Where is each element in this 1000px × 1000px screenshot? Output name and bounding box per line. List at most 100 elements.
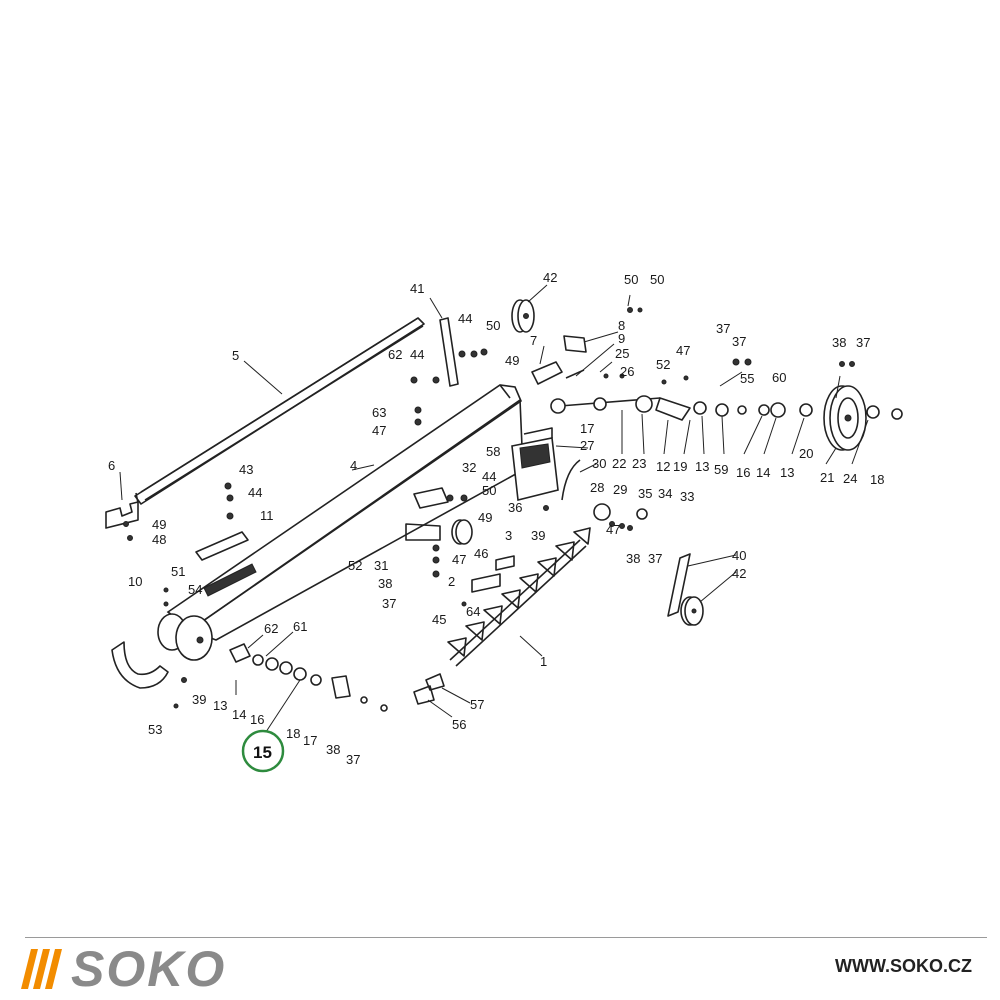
part-label: 17 bbox=[580, 421, 594, 436]
part-label: 50 bbox=[482, 483, 496, 498]
part-label: 55 bbox=[740, 371, 754, 386]
part-label: 40 bbox=[732, 548, 746, 563]
part-18-washer bbox=[891, 408, 903, 420]
part-30-handle bbox=[561, 459, 581, 501]
part-56-grille bbox=[203, 563, 257, 597]
part-lower-washers bbox=[229, 643, 388, 712]
part-label: 13 bbox=[780, 465, 794, 480]
part-59-clip bbox=[425, 673, 445, 691]
part-label: 35 bbox=[638, 486, 652, 501]
part-label: 26 bbox=[620, 364, 634, 379]
part-label: 4 bbox=[350, 458, 357, 473]
part-label: 2 bbox=[448, 574, 455, 589]
part-label: 62 bbox=[388, 347, 402, 362]
part-label: 37 bbox=[732, 334, 746, 349]
part-label: 50 bbox=[650, 272, 664, 287]
part-label: 37 bbox=[856, 335, 870, 350]
part-label: 21 bbox=[820, 470, 834, 485]
part-labels: 1 2 3 4 5 6 7 8 9 10 11 12 13 13 13 14 1… bbox=[108, 270, 884, 767]
part-8-plate bbox=[563, 335, 587, 353]
part-label: 62 bbox=[264, 621, 278, 636]
part-label: 57 bbox=[470, 697, 484, 712]
part-label: 60 bbox=[772, 370, 786, 385]
part-label: 54 bbox=[188, 582, 202, 597]
part-46-plate bbox=[471, 573, 501, 593]
part-label: 3 bbox=[505, 528, 512, 543]
parts-drawing bbox=[105, 299, 903, 712]
part-label: 42 bbox=[543, 270, 557, 285]
part-label: 18 bbox=[870, 472, 884, 487]
part-label: 13 bbox=[695, 459, 709, 474]
part-label: 61 bbox=[293, 619, 307, 634]
part-right-washers bbox=[693, 401, 813, 418]
part-label: 9 bbox=[618, 331, 625, 346]
part-label: 32 bbox=[462, 460, 476, 475]
part-label: 12 bbox=[656, 459, 670, 474]
part-label: 20 bbox=[799, 446, 813, 461]
part-label: 44 bbox=[482, 469, 496, 484]
part-label: 50 bbox=[486, 318, 500, 333]
part-label: 8 bbox=[618, 318, 625, 333]
part-label: 44 bbox=[458, 311, 472, 326]
part-label: 38 bbox=[832, 335, 846, 350]
part-label: 52 bbox=[348, 558, 362, 573]
part-label: 13 bbox=[213, 698, 227, 713]
part-label: 39 bbox=[192, 692, 206, 707]
part-41-arm bbox=[439, 317, 459, 387]
part-label: 38 bbox=[378, 576, 392, 591]
part-27-housing bbox=[511, 427, 559, 501]
part-label: 7 bbox=[530, 333, 537, 348]
part-7-plate bbox=[531, 361, 563, 385]
part-3-plate bbox=[495, 555, 515, 571]
part-label: 31 bbox=[374, 558, 388, 573]
part-6-bracket bbox=[105, 501, 139, 529]
part-label: 38 bbox=[326, 742, 340, 757]
part-label: 50 bbox=[624, 272, 638, 287]
part-29-hub bbox=[593, 503, 611, 521]
part-label: 1 bbox=[540, 654, 547, 669]
part-label: 18 bbox=[286, 726, 300, 741]
part-5-rail bbox=[134, 317, 425, 505]
part-label: 64 bbox=[466, 604, 480, 619]
part-label: 45 bbox=[432, 612, 446, 627]
part-label: 30 bbox=[592, 456, 606, 471]
brand-name: SOKO bbox=[71, 941, 227, 997]
part-label: 27 bbox=[580, 438, 594, 453]
part-label: 43 bbox=[239, 462, 253, 477]
part-42-pulley bbox=[511, 299, 535, 333]
part-label: 38 bbox=[626, 551, 640, 566]
part-label: 37 bbox=[648, 551, 662, 566]
part-label: 47 bbox=[606, 522, 620, 537]
part-label: 49 bbox=[505, 353, 519, 368]
part-label: 39 bbox=[531, 528, 545, 543]
part-40-arm bbox=[667, 553, 704, 626]
part-label: 36 bbox=[508, 500, 522, 515]
part-label: 37 bbox=[382, 596, 396, 611]
part-31-bracket bbox=[405, 523, 441, 541]
part-label: 17 bbox=[303, 733, 317, 748]
part-33-nut bbox=[636, 508, 648, 520]
part-label: 46 bbox=[474, 546, 488, 561]
part-label: 37 bbox=[346, 752, 360, 767]
part-label: 42 bbox=[732, 566, 746, 581]
part-label: 48 bbox=[152, 532, 166, 547]
part-4-beam bbox=[166, 384, 524, 641]
part-label: 19 bbox=[673, 459, 687, 474]
part-58-clip bbox=[413, 685, 435, 705]
part-pulley-mid bbox=[451, 519, 473, 545]
part-32-bracket bbox=[413, 487, 449, 509]
part-label: 14 bbox=[232, 707, 246, 722]
website-link[interactable]: WWW.SOKO.CZ bbox=[835, 956, 972, 976]
part-21-large-pulley bbox=[823, 385, 867, 451]
part-label: 52 bbox=[656, 357, 670, 372]
part-label: 28 bbox=[590, 480, 604, 495]
part-label: 16 bbox=[250, 712, 264, 727]
part-label: 44 bbox=[410, 347, 424, 362]
part-label: 11 bbox=[260, 508, 274, 523]
part-label: 29 bbox=[613, 482, 627, 497]
part-label: 16 bbox=[736, 465, 750, 480]
part-label: 37 bbox=[716, 321, 730, 336]
part-10-guard bbox=[111, 641, 169, 689]
highlight-circle bbox=[241, 729, 285, 773]
